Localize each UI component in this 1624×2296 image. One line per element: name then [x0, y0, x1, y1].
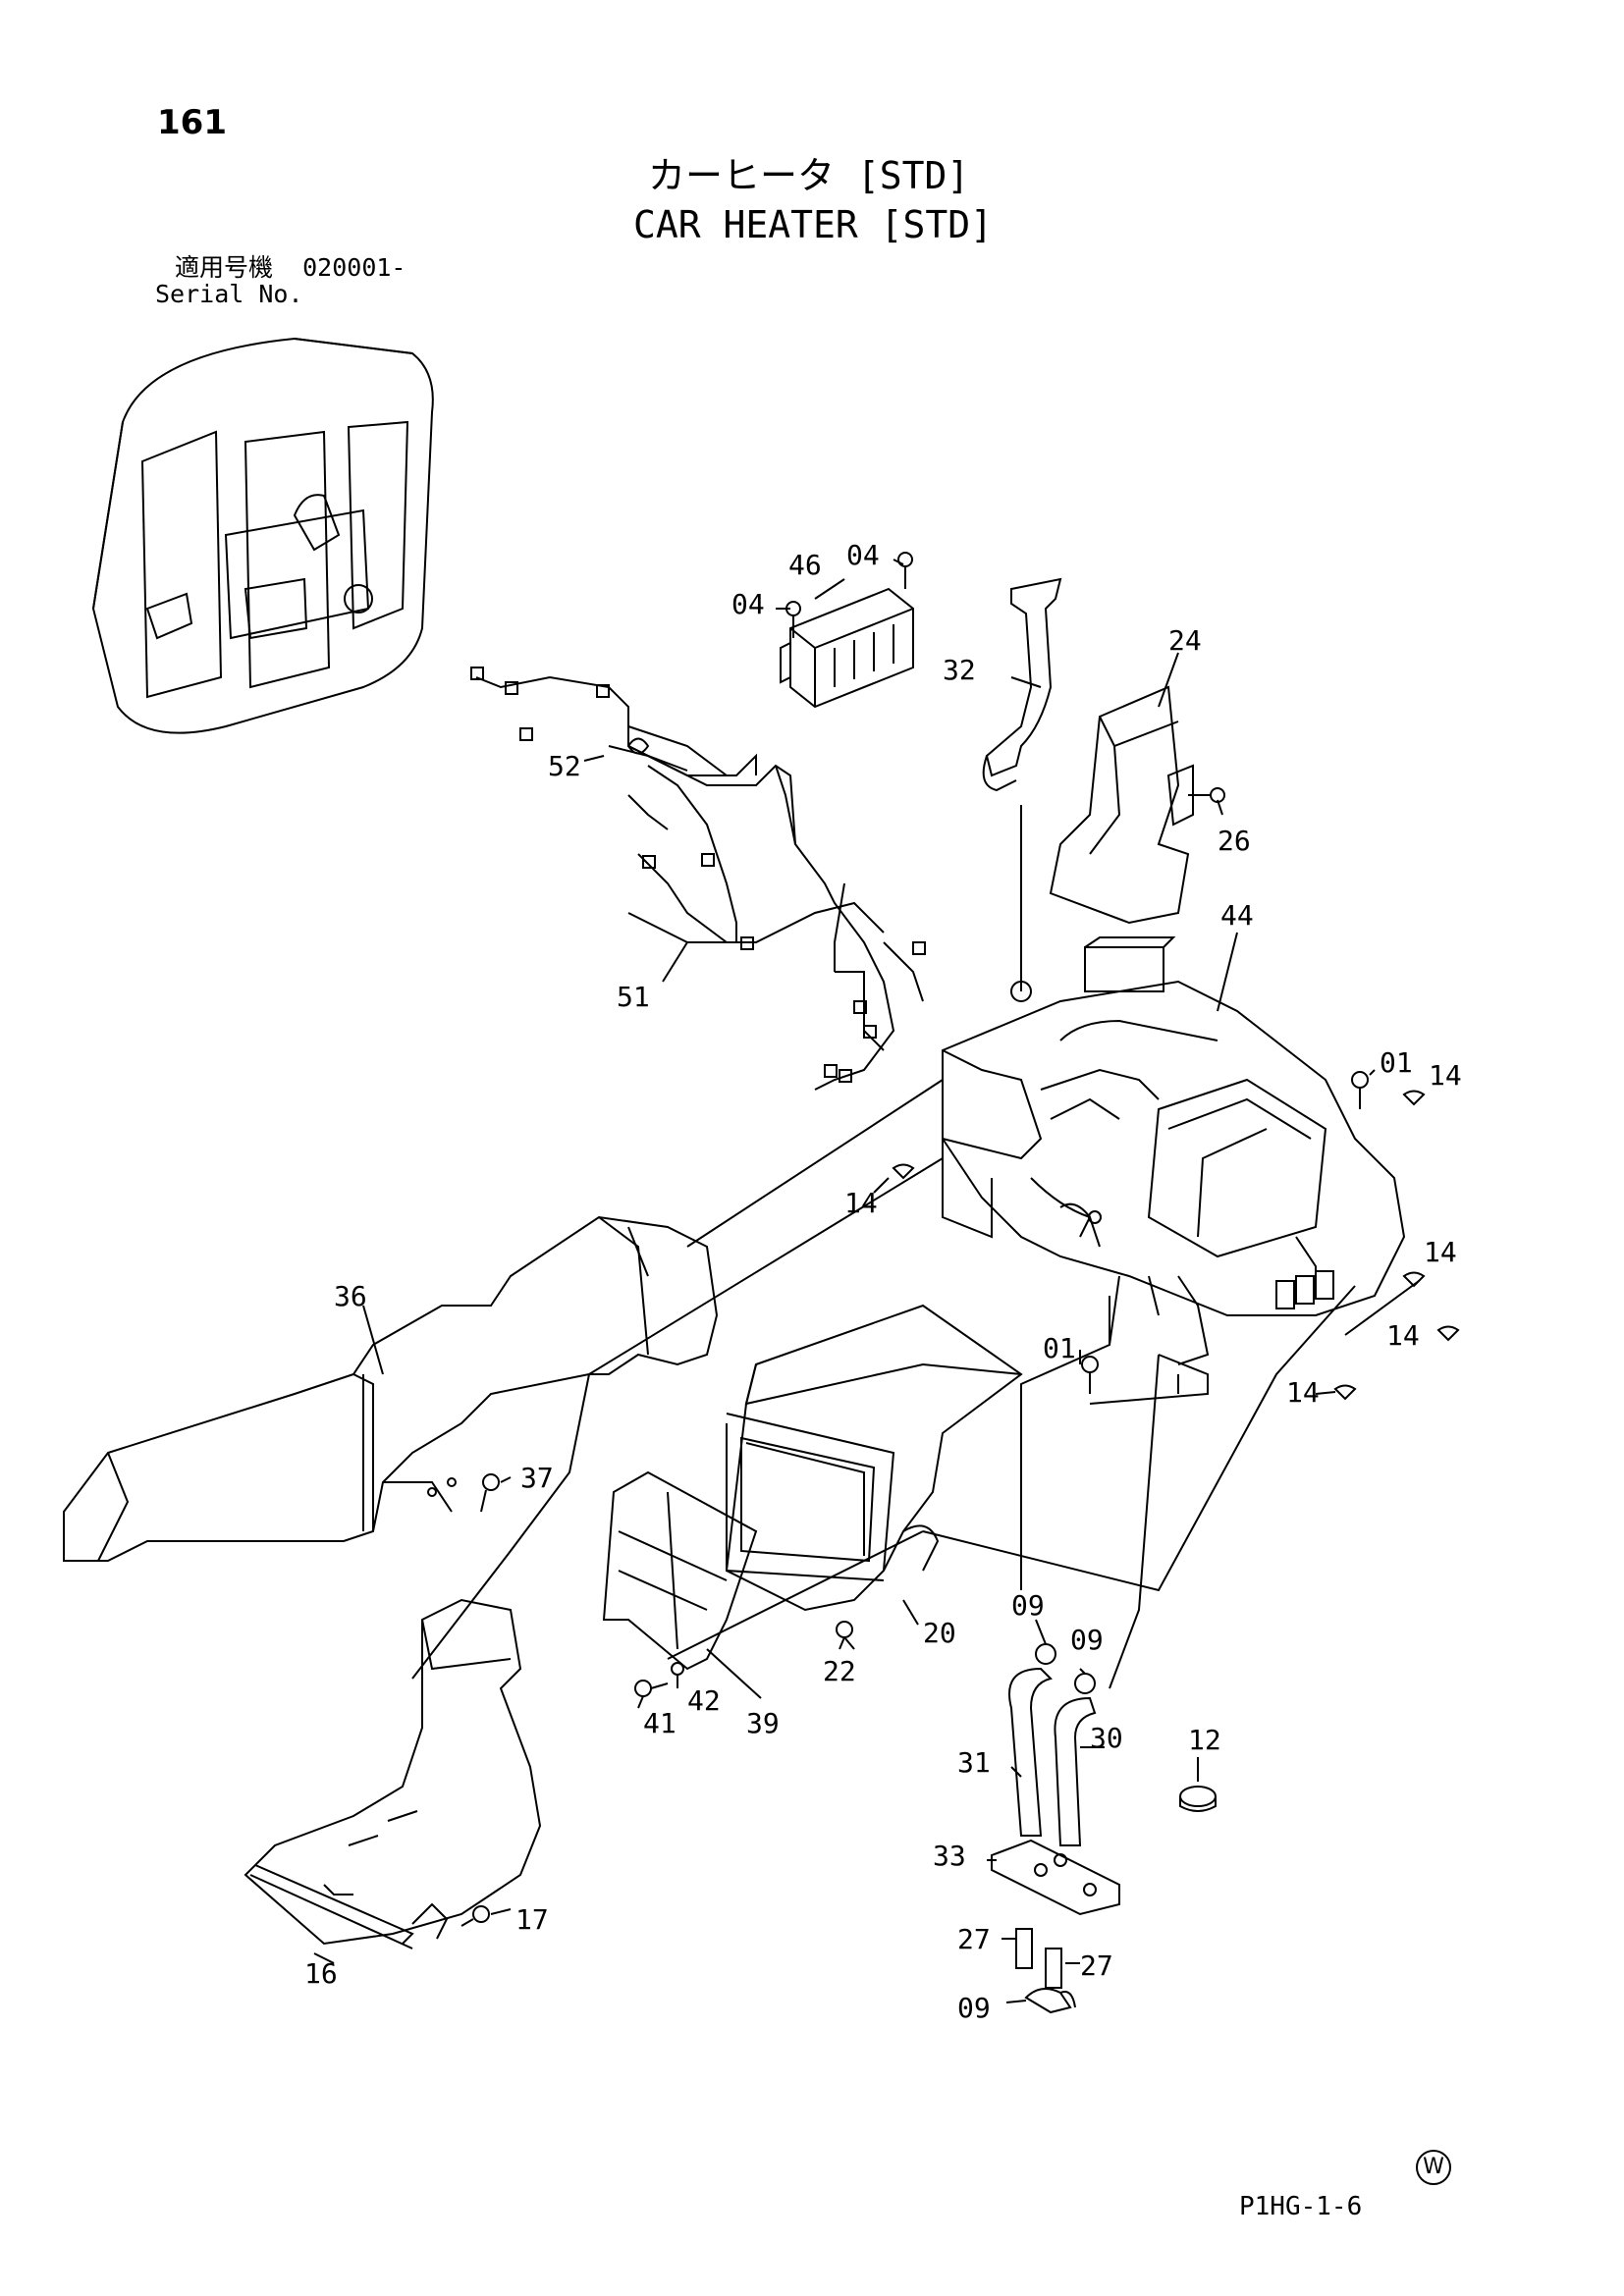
screw-01 [1081, 1071, 1369, 1394]
callout-04: 04 [846, 539, 880, 571]
callout-41: 41 [643, 1707, 677, 1739]
floor-duct-16 [244, 1598, 542, 1949]
callout-30: 30 [1090, 1722, 1123, 1754]
callout-42: 42 [687, 1684, 721, 1717]
plug-12 [1179, 1786, 1217, 1812]
screw-22 [836, 1621, 855, 1650]
callout-33: 33 [933, 1840, 966, 1872]
callout-37: 37 [520, 1462, 554, 1494]
callout-26: 26 [1218, 825, 1251, 857]
callout-14: 14 [844, 1187, 878, 1219]
callout-12: 12 [1188, 1724, 1221, 1756]
callout-27: 27 [1080, 1949, 1113, 1982]
callout-09: 09 [957, 1992, 991, 2024]
title-japanese: カーヒータ [STD] [648, 154, 970, 197]
hose-30 [1054, 1696, 1097, 1846]
cab-overview-drawing [91, 337, 434, 734]
callout-09: 09 [1070, 1624, 1104, 1656]
clip-14 [892, 1090, 1460, 1401]
callout-46: 46 [788, 549, 822, 581]
serial-label-en: Serial No. [155, 280, 303, 308]
callout-labels: 46 04 04 32 24 26 52 51 44 01 14 14 36 1… [304, 539, 1462, 2024]
air-duct-36 [63, 1215, 719, 1562]
callout-01: 01 [1043, 1332, 1076, 1364]
figure-code: P1HG-1-6 [1239, 2192, 1363, 2221]
wiring-harness [470, 667, 926, 1091]
callout-24: 24 [1168, 624, 1202, 657]
callout-14: 14 [1429, 1059, 1462, 1092]
washer-42 [671, 1662, 684, 1676]
serial-applicable: 適用号機 020001- [175, 255, 406, 280]
callout-32: 32 [943, 654, 976, 686]
heater-unit-44 [942, 936, 1406, 1365]
callout-31: 31 [957, 1746, 991, 1779]
callout-17: 17 [515, 1903, 549, 1936]
callout-52: 52 [548, 750, 581, 782]
hose-31 [1008, 1667, 1053, 1837]
callout-36: 36 [334, 1280, 367, 1312]
screw-17 [460, 1905, 490, 1927]
title-english: CAR HEATER [STD] [633, 203, 994, 246]
serial-label-jp: 適用号機 [175, 253, 274, 282]
screw-37 [480, 1473, 500, 1513]
callout-04: 04 [731, 588, 765, 620]
filter-39 [602, 1470, 758, 1671]
callout-01: 01 [1380, 1046, 1413, 1079]
callout-09: 09 [1011, 1589, 1045, 1622]
defroster-duct-32 [982, 577, 1062, 991]
callout-39: 39 [746, 1707, 780, 1739]
callout-20: 20 [923, 1617, 956, 1649]
controller-unit-46 [780, 587, 914, 709]
callout-14: 14 [1386, 1319, 1420, 1352]
callout-leaders [313, 559, 1420, 2003]
serial-value: 020001- [302, 253, 406, 282]
leader-lines [411, 1079, 1356, 1689]
callout-51: 51 [617, 981, 650, 1013]
callout-16: 16 [304, 1957, 338, 1990]
page-number: 161 [157, 103, 227, 142]
filter-case-20 [725, 1304, 1023, 1612]
fitting-27 [1015, 1928, 1062, 1989]
screw-41 [634, 1680, 669, 1697]
callout-14: 14 [1424, 1236, 1457, 1268]
w-circle-mark: W [1416, 2150, 1451, 2185]
callout-14: 14 [1286, 1376, 1320, 1409]
callout-22: 22 [823, 1655, 856, 1687]
callout-27: 27 [957, 1923, 991, 1955]
callout-44: 44 [1220, 899, 1254, 932]
duct-24 [1049, 685, 1194, 925]
plate-33 [991, 1839, 1120, 1916]
